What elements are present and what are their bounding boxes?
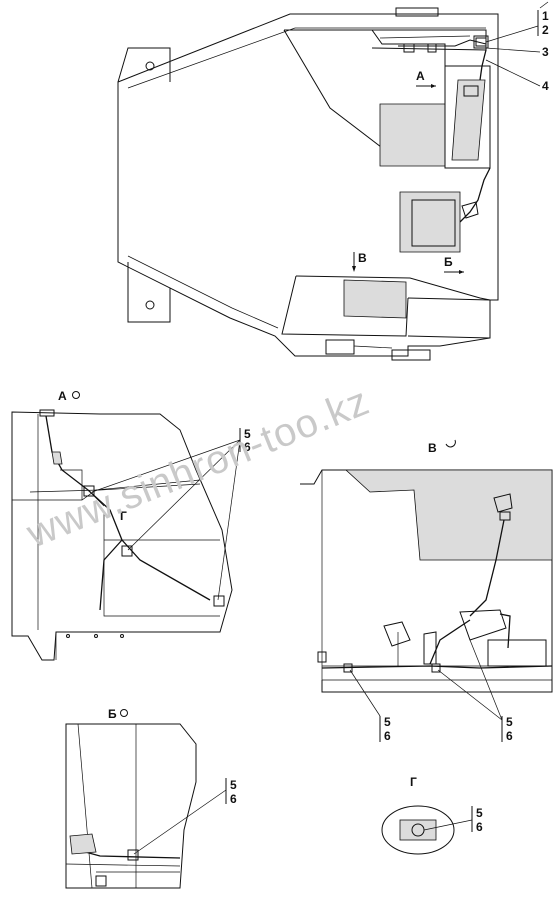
view-v-callout-5-left: 5 <box>384 715 391 729</box>
view-v-title: В <box>428 441 437 455</box>
callout-3: 3 <box>542 45 549 59</box>
callouts-top: 1 2 3 4 <box>485 1 549 93</box>
view-a-callout-6: 6 <box>244 440 251 454</box>
callout-4: 4 <box>542 79 549 93</box>
view-b-detail: Б 5 6 <box>65 707 237 889</box>
view-a-callout-5: 5 <box>244 427 251 441</box>
view-a-marker: А <box>416 69 425 83</box>
main-cab-view <box>117 7 499 361</box>
view-a-detail: А 5 6 Г <box>11 389 251 661</box>
view-v-callout-5-right: 5 <box>506 715 513 729</box>
view-arrow-v: В <box>352 251 367 272</box>
view-b-callout-6: 6 <box>230 792 237 806</box>
callout-1: 1 <box>542 9 549 23</box>
view-g-detail: Г 5 6 <box>381 775 483 855</box>
view-v-marker: В <box>358 251 367 265</box>
view-g-callout-5: 5 <box>476 806 483 820</box>
view-v-callout-6-left: 6 <box>384 729 391 743</box>
view-g-title: Г <box>410 775 417 789</box>
view-b-title: Б <box>108 707 117 721</box>
view-v-detail: В 5 6 5 6 <box>300 439 553 743</box>
view-b-marker: Б <box>444 255 453 269</box>
callout-2: 2 <box>542 23 549 37</box>
view-v-callout-6-right: 6 <box>506 729 513 743</box>
view-b-callout-5: 5 <box>230 778 237 792</box>
view-a-g-marker: Г <box>120 509 127 523</box>
view-arrow-a: А <box>416 69 436 88</box>
view-arrow-b: Б <box>444 255 464 274</box>
view-g-callout-6: 6 <box>476 820 483 834</box>
view-a-title: А <box>58 389 67 403</box>
